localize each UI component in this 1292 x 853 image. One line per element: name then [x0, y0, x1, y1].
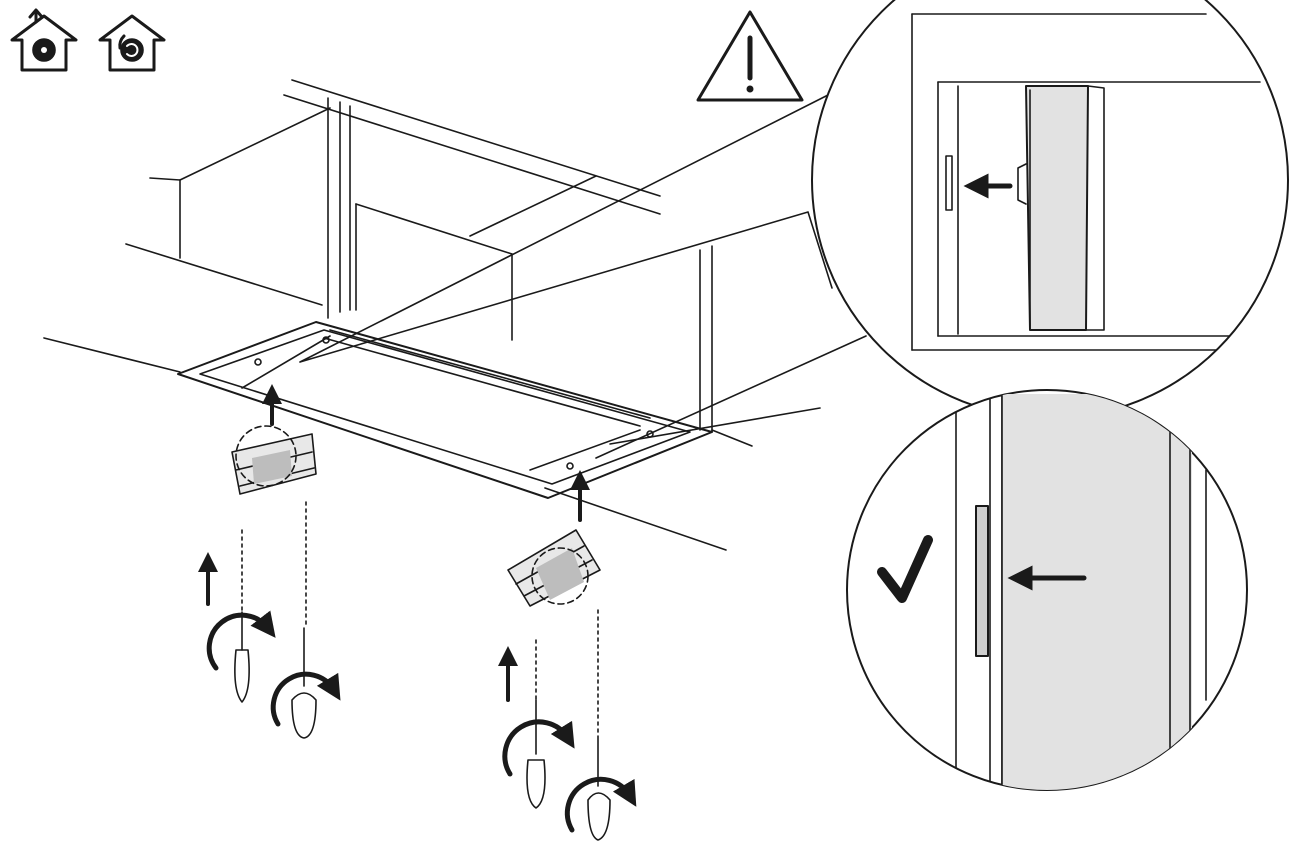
screwdriver-1: [206, 610, 276, 703]
recirculation-mode-icon: [98, 14, 166, 72]
screwdriver-4: [564, 735, 637, 841]
callout-wedges: [299, 93, 867, 459]
warning-triangle-icon: [696, 10, 804, 102]
ducted-mode-icon: [10, 8, 78, 72]
dashed-guides: [241, 501, 599, 737]
cabinet-structure: [43, 79, 753, 551]
screwdriver-3: [502, 699, 575, 809]
zoom-detail-bottom: [846, 389, 1248, 791]
checkmark-icon: [877, 535, 933, 603]
mounting-clip-left: [231, 425, 317, 495]
screwdriver-2: [270, 627, 341, 739]
mounting-clip-right: [507, 529, 601, 607]
zoom-detail-top: [811, 0, 1289, 419]
hood-panel: [177, 321, 713, 499]
up-arrows: [198, 384, 590, 702]
